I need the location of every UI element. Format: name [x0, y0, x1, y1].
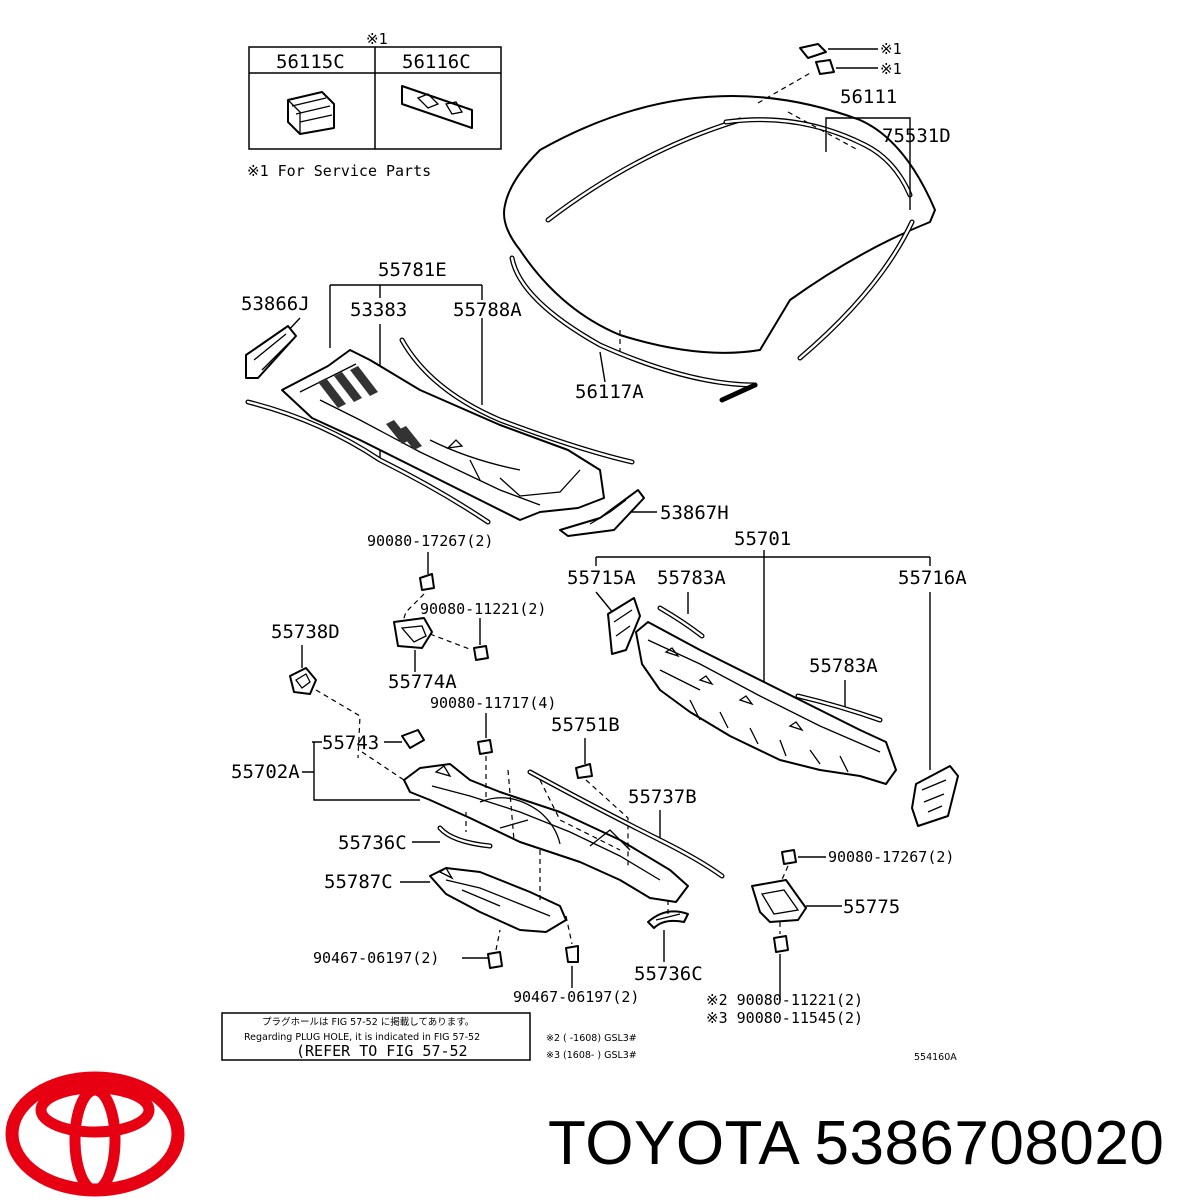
figure-code: 554160A [914, 1052, 957, 1063]
inset-col1-label: 56115C [276, 51, 345, 73]
inset-footnote: ※1 For Service Parts [247, 162, 431, 180]
label-55743: 55743 [322, 732, 379, 754]
seal-55737b [527, 769, 725, 879]
label-55788a: 55788A [453, 299, 522, 321]
label-53383: 53383 [350, 299, 407, 321]
seal-55783a-mid [795, 693, 883, 723]
toyota-logo [5, 1071, 185, 1197]
brand-part-number: TOYOTA 5386708020 [548, 1109, 1165, 1178]
label-90080-11717: 90080-11717(4) [430, 694, 556, 712]
seal-53383 [245, 399, 491, 525]
refer-note-line3: (REFER TO FIG 57-52 [296, 1042, 468, 1060]
label-55701: 55701 [734, 528, 791, 550]
label-75531d: 75531D [882, 125, 951, 147]
label-55715a: 55715A [567, 567, 636, 589]
label-55736c-bottom: 55736C [634, 963, 703, 985]
seal-55736c-bottom [647, 910, 689, 929]
clip-mark-2: ※1 [880, 60, 902, 78]
note-x3: ※3 (1608- ) GSL3# [546, 1050, 637, 1061]
note-x2: ※2 ( -1608) GSL3# [546, 1033, 637, 1044]
label-56117a: 56117A [575, 381, 644, 403]
label-55716a: 55716A [898, 567, 967, 589]
refer-note-box: プラグホールは FIG 57-52 に掲載してあります。 Regarding P… [221, 1012, 531, 1061]
clip-mark-1: ※1 [880, 40, 902, 58]
label-90080-11545-x3: ※3 90080-11545(2) [706, 1009, 863, 1027]
windshield-glass [503, 71, 936, 354]
label-55751b: 55751B [551, 714, 620, 736]
label-90080-11221-x2: ※2 90080-11221(2) [706, 991, 863, 1009]
label-55781e: 55781E [378, 259, 447, 281]
cowl-louver-panel [281, 349, 605, 521]
label-55774a: 55774A [388, 671, 457, 693]
label-55783a-mid: 55783A [809, 655, 878, 677]
grommet-55738d [289, 667, 317, 695]
label-55738d: 55738D [271, 621, 340, 643]
inset-mark: ※1 [366, 30, 388, 48]
seal-55788a [399, 337, 635, 465]
service-parts-inset: ※1 56115C 56116C ※1 For Service Parts [247, 30, 502, 180]
refer-note-line1: プラグホールは FIG 57-52 に掲載してあります。 [262, 1016, 474, 1028]
label-53867h: 53867H [660, 502, 729, 524]
label-55737b: 55737B [628, 786, 697, 808]
label-55702a: 55702A [231, 761, 300, 783]
molding-75531d [797, 219, 915, 361]
label-90467-06197-bottom: 90467-06197(2) [513, 988, 639, 1006]
bracket-55716a [911, 765, 959, 827]
label-56111: 56111 [840, 86, 897, 108]
panel-55787c [429, 867, 567, 933]
inset-col2-label: 56116C [402, 51, 471, 73]
dam-56117a [509, 255, 758, 403]
label-55736c-left: 55736C [338, 832, 407, 854]
cowl-panel-55701 [635, 621, 897, 785]
bracket-55715a [607, 597, 641, 655]
label-90467-06197-left: 90467-06197(2) [313, 949, 439, 967]
clip-56116c-drawing [401, 85, 473, 129]
seal-55783a-top [657, 605, 705, 639]
clip-56115c-drawing [287, 91, 335, 135]
cowl-panel-55702a [403, 763, 689, 903]
label-90080-11221: 90080-11221(2) [420, 600, 546, 618]
bracket-53866j [245, 325, 297, 379]
bracket-53867h [559, 489, 645, 537]
refer-note-line2: Regarding PLUG HOLE, it is indicated in … [244, 1032, 480, 1043]
label-55787c: 55787C [324, 871, 393, 893]
service-clips: ※1 ※1 [799, 40, 902, 78]
label-55783a-top: 55783A [657, 567, 726, 589]
bracket-55774a [393, 617, 433, 649]
seal-55736c-left [437, 825, 493, 849]
label-90080-17267-right: 90080-17267(2) [828, 848, 954, 866]
label-90080-17267-top: 90080-17267(2) [367, 532, 493, 550]
label-53866j: 53866J [241, 293, 310, 315]
label-55775: 55775 [843, 896, 900, 918]
bracket-55775 [751, 879, 807, 923]
